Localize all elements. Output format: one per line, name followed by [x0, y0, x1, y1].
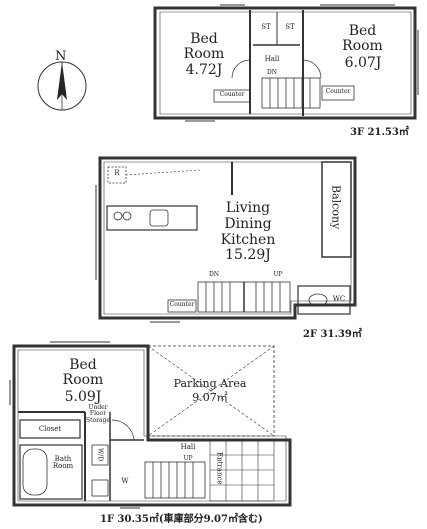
floor3-door-swing [302, 59, 322, 79]
compass-north-label: N [55, 49, 67, 64]
floor2-wc [297, 285, 351, 315]
floor3-outer-wall-inner [159, 11, 412, 115]
floor3-counter-left-label: Counter [219, 91, 245, 98]
floor2-area: 2F 31.39㎡ [303, 329, 362, 340]
bathtub-icon [22, 448, 48, 496]
floor3-counter-left [213, 89, 251, 103]
parking-area [147, 345, 275, 437]
floor2-wc-label: WC [332, 295, 346, 303]
floor1-entrance-label: Entrance [215, 452, 224, 485]
floor2-plan [95, 156, 357, 323]
floor3-st1: ST [261, 23, 271, 31]
floor3-bed-left-name: Bed Room [183, 31, 225, 62]
floor1-wd-label: W/D [96, 448, 104, 461]
floor1-bed-name: Bed Room [62, 357, 104, 388]
floor1-plan [9, 341, 292, 509]
floor1-bath [19, 444, 83, 500]
floor1-w-label: W [121, 477, 129, 485]
floor2-balcony-label: Balcony [329, 185, 343, 230]
floor1-bath-label: Bath Room [52, 455, 74, 471]
floor1-parking-size: 9.07㎡ [192, 391, 228, 404]
floor3-counter-right [321, 85, 355, 101]
kitchen-counter [106, 205, 198, 231]
floor3-area: 3F 21.53㎡ [350, 127, 409, 138]
floor1-area: 1F 30.35㎡(車庫部分9.07㎡含む) [100, 514, 263, 525]
washer-icon [91, 444, 109, 466]
floor2-balcony [321, 161, 352, 258]
floor2-up: UP [273, 271, 283, 278]
floor1-hall-label: Hall [180, 443, 196, 451]
floor3-stairs [261, 77, 321, 109]
floor2-dn: DN [208, 271, 220, 278]
floor1-closet-label: Closet [38, 425, 62, 433]
floor3-outer-wall [153, 6, 417, 120]
floor2-outer-wall [98, 156, 357, 320]
floor1-stairs [144, 461, 206, 499]
floor3-counter-right-label: Counter [325, 88, 351, 95]
floor1-parking-name: Parking Area [173, 377, 247, 390]
floor1-closet [19, 419, 81, 439]
floor2-stairs [197, 281, 291, 313]
floor3-bed-right-size: 6.07J [344, 55, 382, 71]
floor3-door-swing [231, 59, 251, 79]
floor3-st2: ST [285, 23, 295, 31]
stove-icon [113, 211, 123, 221]
floor1-under-floor-label: Under Floor Storage [86, 404, 110, 424]
floor3-bed-left-size: 4.72J [185, 62, 223, 78]
floor2-ldk-name: Living Dining Kitchen [220, 200, 276, 249]
entrance-tiles [209, 439, 275, 502]
floor3-dn: DN [266, 69, 278, 76]
sink-icon [149, 209, 169, 227]
floor2-ldk-size: 15.29J [225, 247, 271, 263]
floor2-counter-label: Counter [169, 301, 195, 308]
floor1-bed-size: 5.09J [64, 389, 102, 405]
floor1-outer-wall-inner [17, 349, 287, 502]
floor3-bed-right-name: Bed Room [342, 23, 383, 54]
floor3-plan [153, 4, 419, 122]
floor2-r: R [114, 169, 120, 177]
floor2-counter [167, 299, 197, 313]
floor3-hall: Hall [264, 55, 280, 63]
toilet-icon [308, 293, 328, 307]
floor1-up-label: UP [183, 455, 193, 462]
compass [37, 61, 87, 111]
